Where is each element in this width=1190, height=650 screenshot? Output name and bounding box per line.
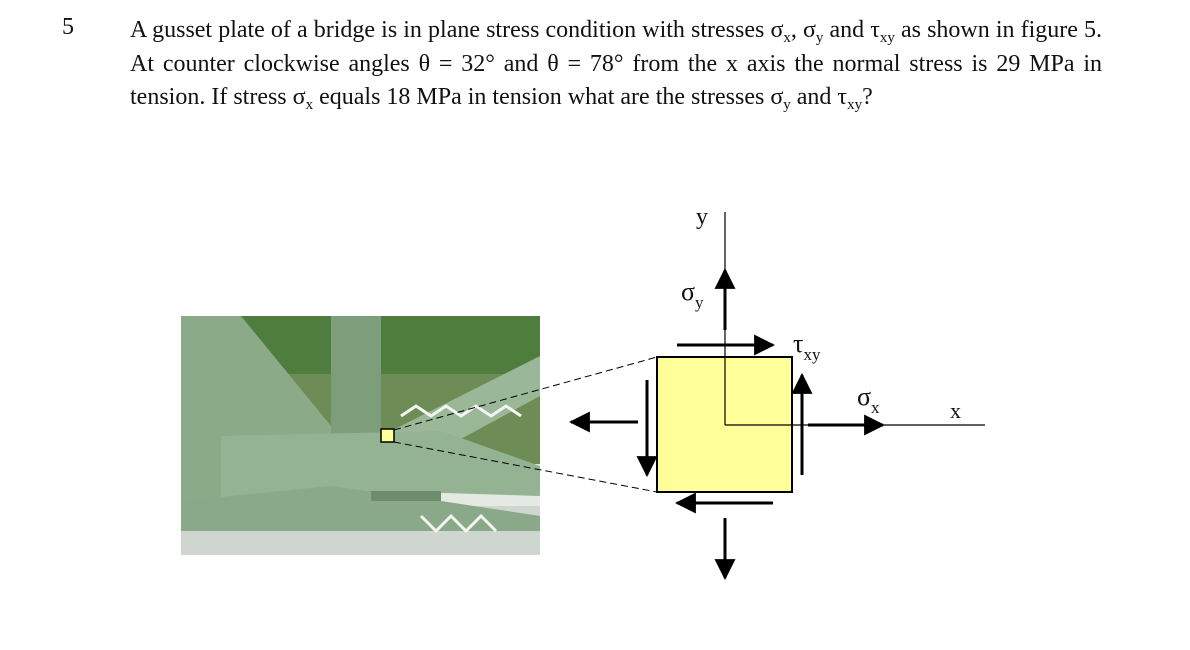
problem-subscript: y [815,30,824,46]
sigma-y-label: σy [681,277,704,312]
photo-lattice [400,404,522,418]
photo-callout-square [380,428,395,443]
tau-xy-label: τxy [793,329,821,364]
callout-line-bottom [393,441,658,493]
bridge-photo-graphic [181,316,540,555]
problem-text-segment: and τ [823,17,880,43]
gusset-plate-photo [181,316,540,555]
y-axis-label: y [696,204,708,230]
problem-text-segment: , σ [790,17,816,43]
problem-subscript: xy [879,30,895,46]
callout-line-top [393,356,658,431]
problem-text-segment: as shown in figure 5. At counter clockwi… [130,17,1103,110]
question-number: 5 [62,14,74,40]
problem-subscript: xy [847,97,863,113]
problem-text-segment: equals 18 MPa in tension what are the st… [313,84,784,110]
problem-text-segment: and τ [790,84,848,110]
photo-shadow [371,491,441,501]
problem-statement: A gusset plate of a bridge is in plane s… [130,14,1102,115]
problem-subscript: y [783,97,791,113]
problem-text-segment: A gusset plate of a bridge is in plane s… [130,17,784,43]
problem-subscript: x [305,97,314,113]
problem-text-segment: ? [862,84,873,110]
x-axis-label: x [950,398,961,423]
photo-lattice-lower [419,513,498,534]
sigma-x-label: σx [857,382,880,417]
problem-subscript: x [783,30,791,46]
photo-vertical-member [331,316,381,446]
photo-bottom-chord [181,486,540,531]
